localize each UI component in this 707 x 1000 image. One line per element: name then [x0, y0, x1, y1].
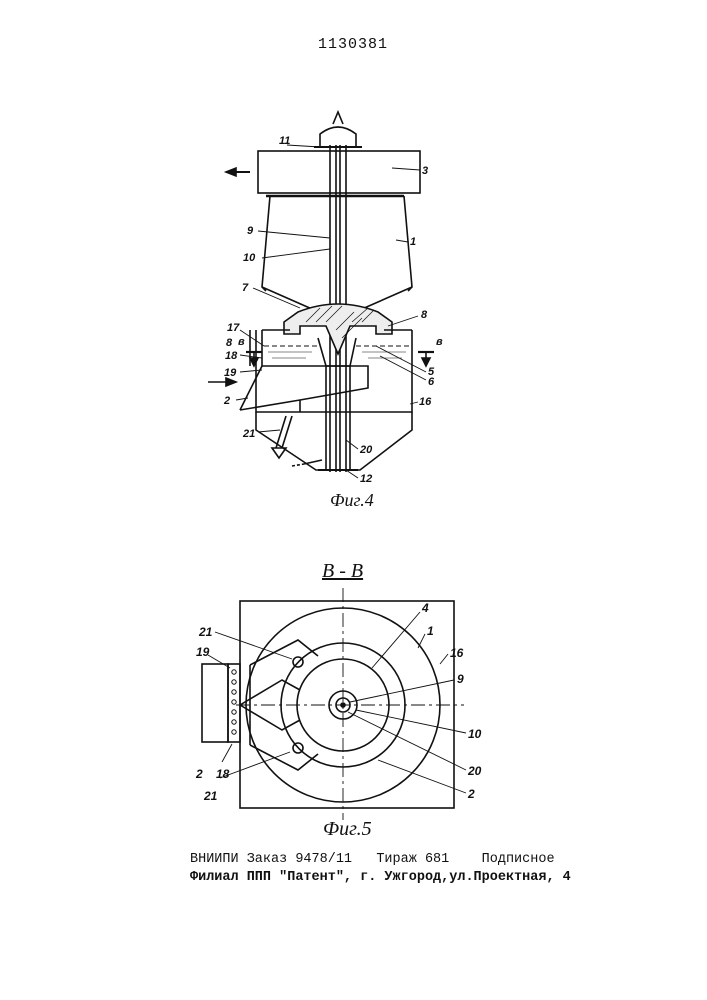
fig4-label-8-right: 8: [421, 309, 428, 321]
footer-line-1: ВНИИПИ Заказ 9478/11 Тираж 681 Подписное: [190, 852, 555, 867]
fig5-label-19: 19: [196, 645, 210, 659]
body-1: [262, 196, 270, 291]
fig5-label-9: 9: [457, 672, 464, 686]
fig5-label-18: 18: [216, 767, 230, 781]
fig5-label-2-left: 2: [195, 767, 203, 781]
fig4-label-3: 3: [422, 165, 428, 177]
fig4-label-2: 2: [223, 395, 230, 407]
housing-16-plan: [240, 601, 454, 808]
fig4-label-11: 11: [279, 135, 290, 147]
fig5-label-21b: 21: [203, 789, 218, 803]
drive-11: [320, 127, 356, 147]
header-3: [258, 151, 420, 193]
fig4-label-6: 6: [428, 376, 435, 388]
fig5-label-20: 20: [467, 764, 482, 778]
fig4-label-8-left: 8: [226, 337, 233, 349]
fig5-label-1: 1: [427, 624, 434, 638]
inlet-19: [202, 664, 228, 742]
fig4-label-B-left: в: [238, 336, 245, 348]
fig4-label-19: 19: [224, 367, 237, 379]
housing-16: [256, 366, 412, 412]
fig4-label-1: 1: [410, 236, 416, 248]
fig4-label-12: 12: [360, 473, 372, 485]
fig4-label-7: 7: [242, 282, 249, 294]
figure-4-caption: Фиг.4: [330, 490, 374, 511]
fig4-label-18: 18: [225, 350, 238, 362]
footer-line-2: Филиал ППП "Патент", г. Ужгород,ул.Проек…: [190, 870, 571, 885]
lower-cone: [256, 412, 412, 470]
fig4-label-16: 16: [419, 396, 432, 408]
section-label: В - В: [322, 560, 363, 583]
fig5-label-4: 4: [421, 601, 429, 615]
fig4-label-10: 10: [243, 252, 256, 264]
fig4-label-9: 9: [247, 225, 254, 237]
fig5-label-16: 16: [450, 646, 464, 660]
fig4-label-17: 17: [227, 322, 240, 334]
fig4-label-21: 21: [242, 428, 255, 440]
fig4-label-20: 20: [359, 444, 373, 456]
fig5-label-2-right: 2: [467, 787, 475, 801]
fig4-label-B-right: в: [436, 336, 443, 348]
figure-5-caption: Фиг.5: [323, 818, 372, 841]
fig5-label-10: 10: [468, 727, 482, 741]
drain-21: [276, 416, 286, 448]
fig5-label-21a: 21: [198, 625, 213, 639]
